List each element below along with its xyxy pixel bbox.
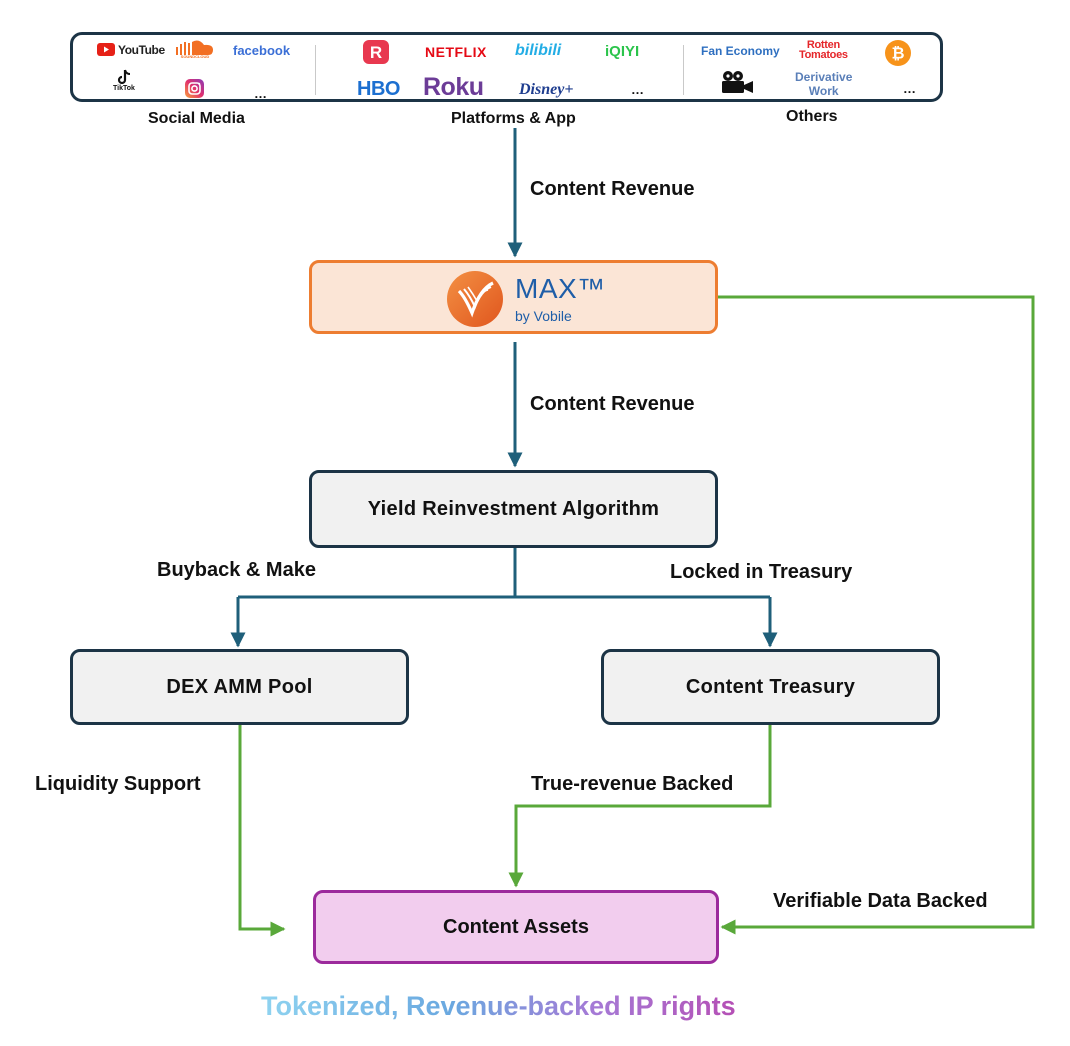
algorithm-label: Yield Reinvestment Algorithm	[367, 497, 660, 520]
movie-camera-icon	[722, 71, 753, 93]
vobile-logo-icon	[447, 271, 503, 327]
tiktok-note-icon	[117, 69, 131, 85]
facebook-logo: facebook	[233, 43, 291, 58]
derivative-work-logo: Derivative Work	[795, 70, 853, 98]
locked-in-treasury-label: Locked in Treasury	[670, 561, 853, 583]
content-sources-strip: YouTube SOUNDCLOUD facebook TikTok … R	[70, 32, 943, 102]
arrow-treasury-to-assets	[508, 725, 772, 888]
others-label: Others	[786, 108, 838, 125]
social-media-label: Social Media	[148, 110, 245, 127]
strip-separator	[315, 45, 316, 95]
platforms-label: Platforms & App	[451, 110, 576, 127]
content-treasury-box: Content Treasury	[601, 649, 940, 725]
max-by-vobile-box: MAX™ by Vobile	[309, 260, 718, 334]
content-assets-box: Content Assets	[313, 890, 719, 964]
social-more: …	[254, 86, 267, 101]
soundcloud-logo: SOUNDCLOUD	[175, 39, 215, 59]
r-app-icon: R	[363, 40, 389, 64]
bitcoin-logo: ₿	[884, 39, 912, 71]
svg-text:R: R	[370, 43, 382, 62]
youtube-logo: YouTube	[97, 43, 165, 56]
iqiyi-logo: iQIYI	[605, 43, 640, 60]
tagline: Tokenized, Revenue-backed IP rights	[261, 991, 736, 1021]
others-more: …	[903, 81, 916, 96]
fan-economy-logo: Fan Economy	[701, 44, 780, 58]
assets-label: Content Assets	[443, 915, 589, 938]
liquidity-support-label: Liquidity Support	[35, 773, 201, 795]
bitcoin-icon: ₿	[885, 40, 911, 66]
r-app-logo: R	[362, 39, 390, 69]
youtube-play-icon	[97, 43, 115, 56]
svg-text:₿: ₿	[891, 44, 904, 63]
instagram-camera-icon	[185, 79, 204, 98]
platforms-more: …	[631, 82, 644, 97]
arrow-dex-to-assets	[238, 725, 286, 937]
rotten-tomatoes-logo: Rotten Tomatoes	[799, 39, 848, 61]
hbo-logo: HBO	[357, 78, 400, 100]
true-revenue-backed-label: True-revenue Backed	[531, 773, 734, 795]
buyback-label: Buyback & Make	[157, 559, 316, 581]
bilibili-logo: bilibili	[515, 42, 562, 59]
disney-plus-logo: Disney+	[519, 81, 574, 98]
max-title: MAX™	[515, 273, 606, 304]
strip-separator	[683, 45, 684, 95]
dex-label: DEX AMM Pool	[166, 675, 313, 698]
instagram-logo	[184, 78, 205, 103]
arrow-max-to-assets	[718, 295, 1035, 935]
yield-reinvestment-algorithm-box: Yield Reinvestment Algorithm	[309, 470, 718, 548]
dex-amm-pool-box: DEX AMM Pool	[70, 649, 409, 725]
roku-logo: Roku	[423, 73, 484, 101]
max-subtitle: by Vobile	[515, 308, 572, 324]
content-revenue-label-middle: Content Revenue	[530, 393, 695, 415]
treasury-label: Content Treasury	[685, 675, 856, 698]
soundcloud-cloud-icon	[176, 40, 213, 55]
netflix-logo: NETFLIX	[425, 44, 487, 60]
content-revenue-label-top: Content Revenue	[530, 178, 695, 200]
tiktok-logo: TikTok	[113, 69, 135, 92]
movie-camera-logo	[720, 70, 754, 98]
verifiable-data-backed-label: Verifiable Data Backed	[773, 890, 988, 912]
